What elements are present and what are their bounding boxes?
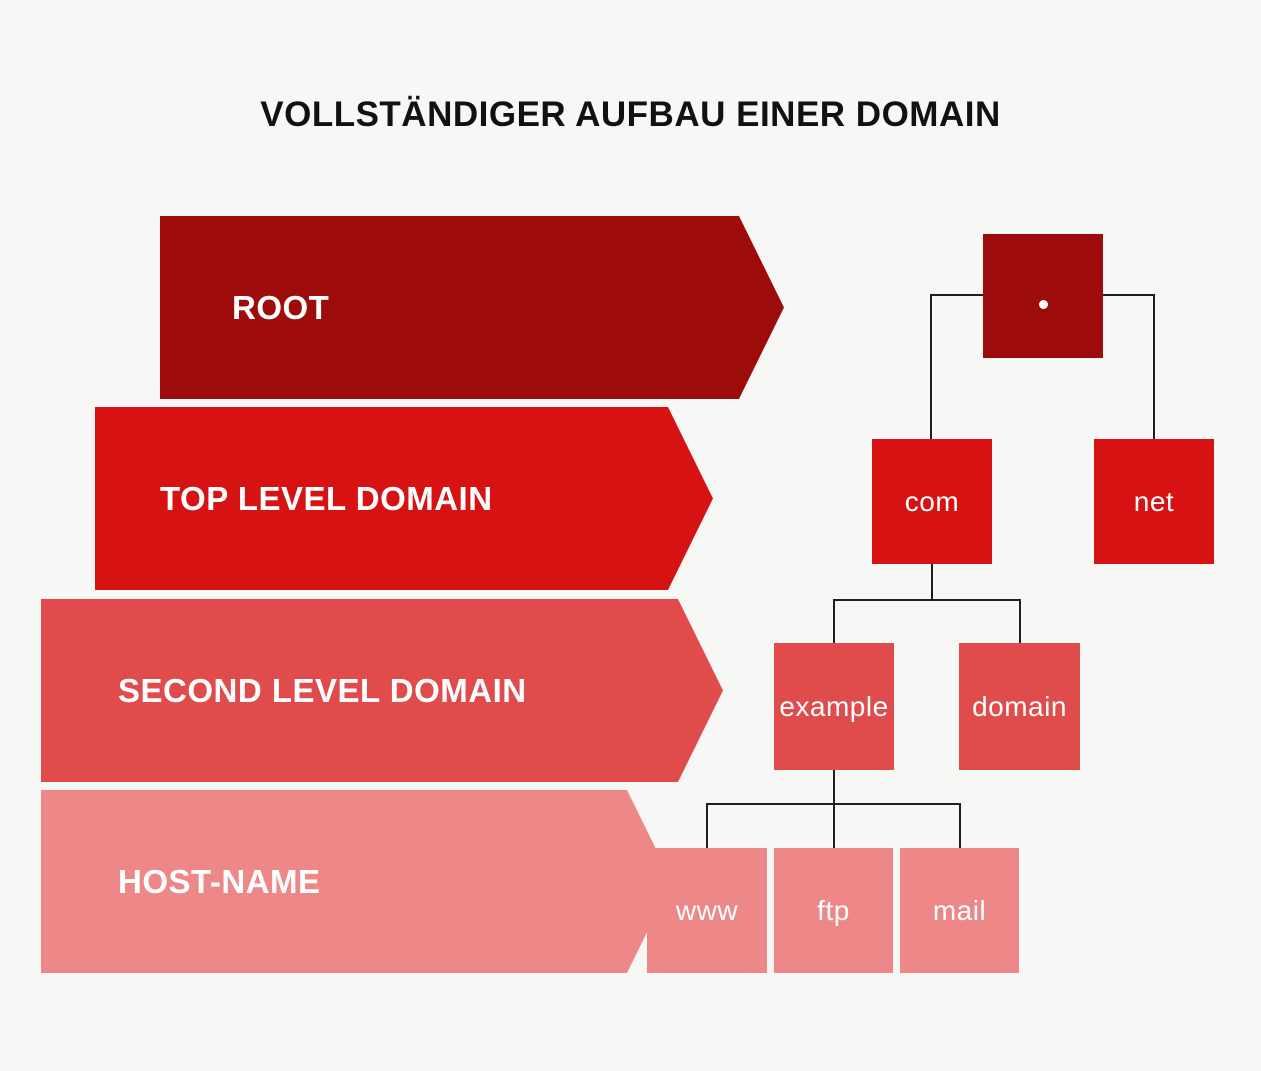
banner-top-level-domain-label: TOP LEVEL DOMAIN bbox=[160, 479, 493, 517]
banner-host-name-label: HOST-NAME bbox=[118, 862, 321, 900]
node-net-label: net bbox=[1133, 485, 1175, 517]
node-mail-label: mail bbox=[932, 894, 987, 926]
node-example-label: example bbox=[779, 690, 889, 722]
node-com: com bbox=[872, 439, 992, 564]
node-com-label: com bbox=[904, 485, 960, 517]
banner-top-level-domain: TOP LEVEL DOMAIN bbox=[95, 407, 713, 590]
banner-root-label: ROOT bbox=[232, 288, 330, 326]
node-www-label: www bbox=[675, 894, 739, 926]
banner-host-name: HOST-NAME bbox=[41, 790, 672, 973]
node-domain-label: domain bbox=[972, 690, 1067, 722]
node-domain: domain bbox=[959, 643, 1080, 770]
connector-root-to-net bbox=[1103, 294, 1155, 440]
connector-com-to-children bbox=[833, 599, 1021, 645]
node-net: net bbox=[1094, 439, 1214, 564]
node-ftp-label: ftp bbox=[817, 894, 850, 926]
node-ftp: ftp bbox=[774, 848, 893, 973]
connector-example-to-www-mail bbox=[706, 803, 961, 850]
root-dot-icon bbox=[1038, 300, 1048, 309]
node-example: example bbox=[774, 643, 894, 770]
node-root: . bbox=[983, 234, 1103, 358]
banner-second-level-domain: SECOND LEVEL DOMAIN bbox=[41, 599, 723, 782]
banner-second-level-domain-label: SECOND LEVEL DOMAIN bbox=[118, 671, 527, 709]
node-root-label: . bbox=[1043, 296, 1044, 297]
page-title: VOLLSTÄNDIGER AUFBAU EINER DOMAIN bbox=[260, 95, 1001, 134]
node-www: www bbox=[647, 848, 767, 973]
connector-root-to-com bbox=[930, 294, 983, 440]
banner-root: ROOT bbox=[160, 216, 784, 399]
node-mail: mail bbox=[900, 848, 1019, 973]
